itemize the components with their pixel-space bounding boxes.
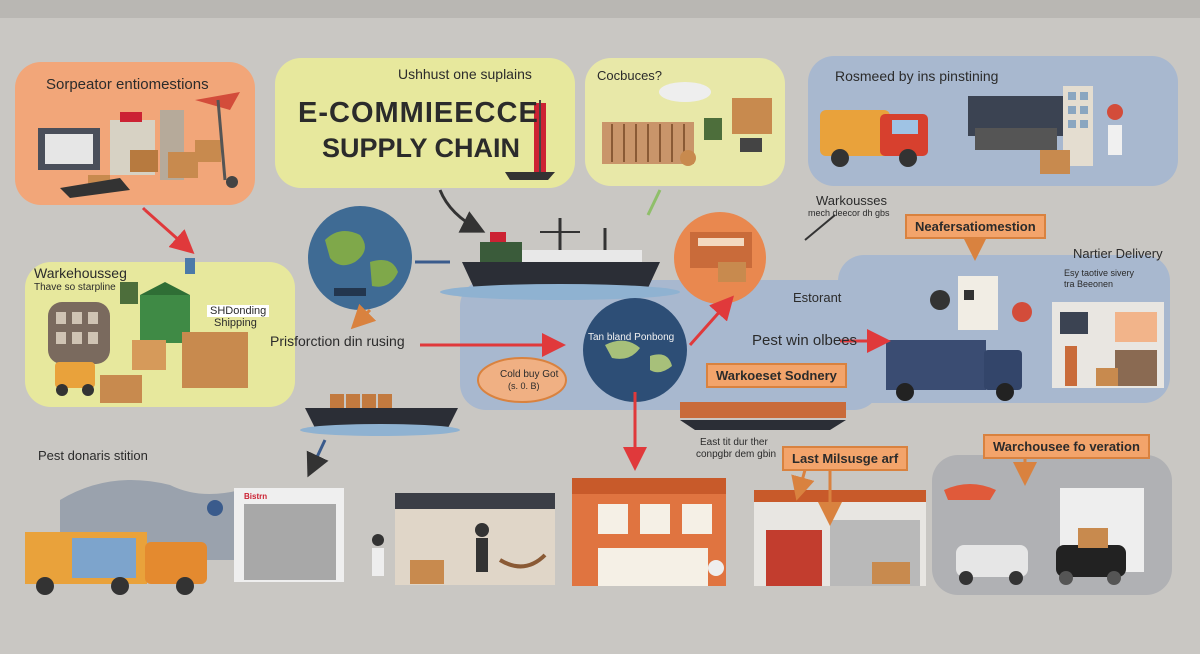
variation-cars-art bbox=[944, 484, 1144, 585]
pest-station-art bbox=[25, 480, 344, 595]
port-crane-art bbox=[505, 100, 555, 180]
warehousing-sub-label: Thave so starpline bbox=[34, 282, 116, 293]
shipping-box-label: SHDonding bbox=[207, 305, 270, 317]
garage-art bbox=[754, 490, 926, 586]
last-mile-tag: Last Milsusge arf bbox=[782, 446, 909, 471]
pest-station-label: Pest donaris stition bbox=[38, 448, 148, 463]
storefront-building-art bbox=[572, 478, 726, 586]
warkousses-label: Warkousses bbox=[816, 193, 888, 208]
nartier-label: Nartier Delivery bbox=[1073, 246, 1163, 261]
page-title-line1: E-COMMIEECCE bbox=[298, 97, 539, 129]
cold-bay-oval bbox=[477, 357, 567, 403]
warehousing-label: Warkehousseg bbox=[34, 265, 127, 281]
shipping-label: Shipping bbox=[214, 317, 257, 329]
barge-art bbox=[680, 402, 846, 430]
east-tit-label: East tit dur ther bbox=[700, 437, 768, 448]
storefront-orb-art bbox=[674, 212, 766, 304]
cold-bay-label: Cold buy Got bbox=[500, 369, 559, 380]
pest-win-label: Pest win olbees bbox=[752, 332, 858, 349]
cargo-ship-art bbox=[440, 218, 680, 300]
shop-sign-label: Bistrn bbox=[244, 492, 268, 501]
supplier-boxes-art bbox=[38, 92, 240, 198]
workshop-art bbox=[372, 493, 555, 585]
warkousses-sub-label: mech deecor dh gbs bbox=[808, 208, 890, 218]
warkoeset-tag: Warkoeset Sodnery bbox=[706, 363, 847, 388]
nearfer-tag: Neafersatiomestion bbox=[905, 214, 1046, 239]
warehouse-variation-tag: Warchousee fo veration bbox=[983, 434, 1150, 459]
cold-bay-sub-label: (s. 0. B) bbox=[508, 381, 540, 391]
hub-globe-art bbox=[583, 298, 687, 402]
hub-label: Tan bland Ponbong bbox=[588, 332, 675, 343]
warehouse-dock-art bbox=[602, 82, 772, 166]
world-globe-art bbox=[308, 206, 412, 310]
cocbuces-label: Cocbuces? bbox=[597, 68, 663, 83]
page-title-line2: SUPPLY CHAIN bbox=[322, 133, 521, 163]
nartier-sub-label-1: Esy taotive sivery bbox=[1064, 268, 1135, 278]
estorant-label: Estorant bbox=[793, 290, 842, 305]
east-tit-sub-label: conpgbr dem gbin bbox=[696, 449, 777, 460]
supplier-panel-label: Sorpeator entiomestions bbox=[46, 76, 209, 93]
title-panel bbox=[275, 58, 575, 188]
nartier-sub-label-2: tra Beeonen bbox=[1064, 279, 1114, 289]
delivery-van-art bbox=[886, 276, 1164, 401]
container-ship-art bbox=[300, 394, 460, 436]
rosmeed-label: Rosmeed by ins pinstining bbox=[835, 68, 999, 84]
warehouse-containers-art bbox=[48, 258, 248, 403]
prisforction-label: Prisforction din rusing bbox=[270, 333, 405, 349]
title-caption: Ushhust one suplains bbox=[398, 66, 532, 82]
trucks-and-factory-art bbox=[820, 86, 1123, 174]
